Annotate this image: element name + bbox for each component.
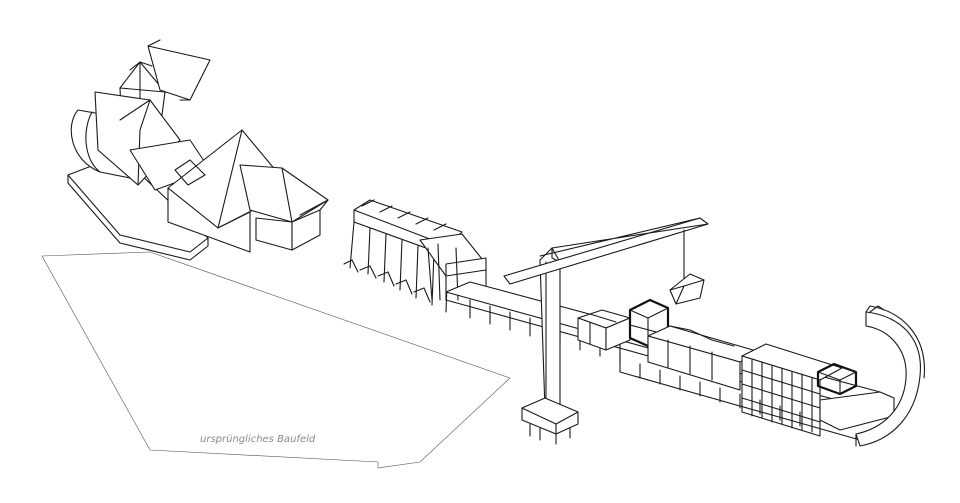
tower-crane: [503, 217, 709, 445]
original-site-outline: ursprüngliches Baufeld: [41, 251, 511, 469]
timber-gallery-structure: [343, 199, 487, 313]
new-building-volumes: [577, 298, 895, 441]
historic-villa: [67, 39, 329, 261]
curved-end-building: [855, 305, 925, 447]
site-label: ursprüngliches Baufeld: [200, 434, 316, 445]
